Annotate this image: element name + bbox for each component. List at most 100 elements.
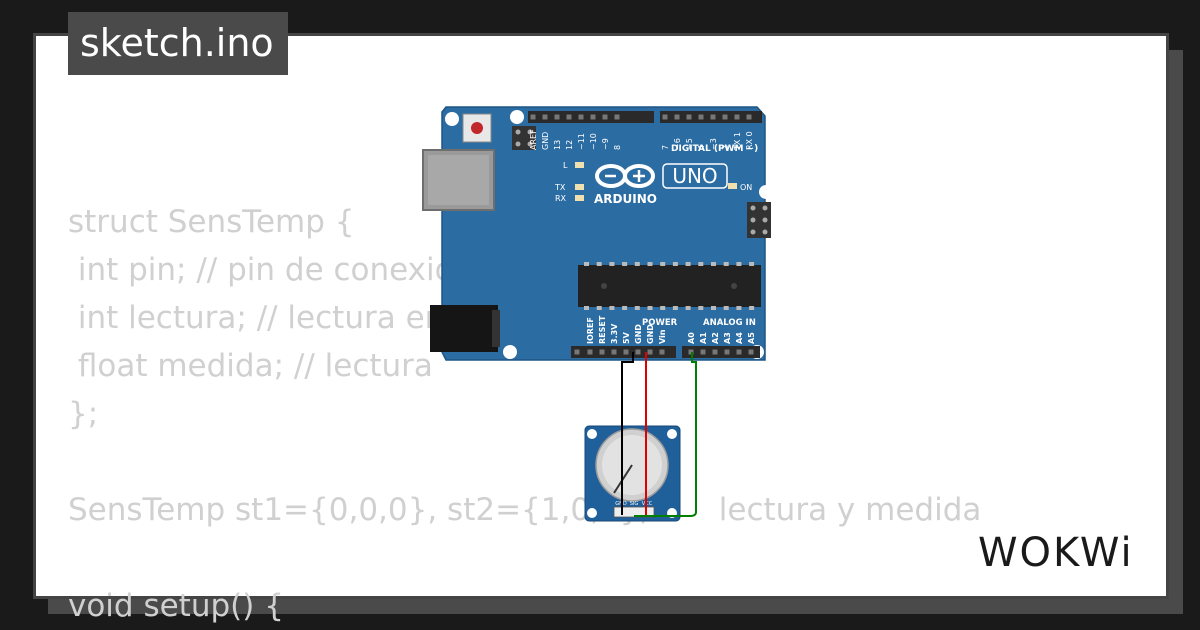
power-jack xyxy=(430,305,498,352)
digital-pin[interactable] xyxy=(602,114,608,120)
chip-leg xyxy=(660,306,666,310)
digital-pin[interactable] xyxy=(722,114,728,120)
digital-pin-label: ~3 xyxy=(709,138,718,150)
digital-pin[interactable] xyxy=(590,114,596,120)
digital-pin-label: 12 xyxy=(565,140,574,150)
digital-pin[interactable] xyxy=(698,114,704,120)
chip-leg xyxy=(609,306,615,310)
digital-pin[interactable] xyxy=(566,114,572,120)
digital-pin[interactable] xyxy=(542,114,548,120)
code-line: SensTemp st1={0,0,0}, st2={1,0,0}; lectu… xyxy=(68,492,982,528)
led-tx xyxy=(575,184,584,190)
code-editor: struct SensTemp { int pin; // pin de con… xyxy=(68,150,981,630)
chip-leg xyxy=(634,262,640,266)
digital-pin-label: ~10 xyxy=(589,133,598,150)
power-pin-label: GND xyxy=(634,324,643,344)
digital-pin-label: ~5 xyxy=(685,138,694,150)
analog-pin[interactable] xyxy=(712,349,718,355)
module-pin-label: SIG xyxy=(630,501,639,507)
analog-header-label: ANALOG IN xyxy=(703,318,756,328)
chip-leg xyxy=(584,306,589,310)
mount-hole xyxy=(759,185,773,199)
digital-pin[interactable] xyxy=(554,114,560,120)
digital-pin-label: 13 xyxy=(553,140,562,150)
digital-pin-label: 4 xyxy=(697,145,706,150)
analog-pin[interactable] xyxy=(748,349,754,355)
digital-pin[interactable] xyxy=(674,114,680,120)
module-pin-label: VCC xyxy=(642,501,653,507)
digital-pin[interactable] xyxy=(710,114,716,120)
arduino-logo xyxy=(595,164,655,188)
digital-pin[interactable] xyxy=(578,114,584,120)
digital-pin[interactable] xyxy=(614,114,620,120)
analog-pin[interactable] xyxy=(724,349,730,355)
icsp-header xyxy=(747,202,771,238)
chip-leg xyxy=(685,262,691,266)
power-pin[interactable] xyxy=(599,349,605,355)
code-line: void setup() { xyxy=(68,588,284,624)
digital-pin-label: ~11 xyxy=(577,133,586,150)
brand-name: ARDUINO xyxy=(594,192,657,206)
chip-leg xyxy=(736,262,742,266)
analog-pin-label: A0 xyxy=(687,332,696,344)
digital-pin[interactable] xyxy=(530,114,536,120)
digital-pin[interactable] xyxy=(746,114,752,120)
digital-pin-label: RX 0 xyxy=(745,131,754,150)
wire-sig[interactable] xyxy=(634,352,697,517)
analog-pin-label: A1 xyxy=(699,332,708,344)
analog-pin[interactable] xyxy=(700,349,706,355)
digital-pin[interactable] xyxy=(662,114,668,120)
led-label-l: L xyxy=(563,161,568,170)
chip-leg xyxy=(672,262,678,266)
led-label-rx: RX xyxy=(555,194,567,203)
mount-hole xyxy=(445,112,459,126)
chip-leg xyxy=(584,262,589,266)
digital-pin-label: ~9 xyxy=(601,138,610,150)
led-on xyxy=(728,183,737,189)
chip-leg xyxy=(647,306,653,310)
analog-pin-label: A5 xyxy=(747,332,756,344)
digital-pin-label: AREF xyxy=(529,129,538,150)
led-label-on: ON xyxy=(740,183,752,192)
analog-header-strip xyxy=(682,346,760,358)
digital-pin[interactable] xyxy=(686,114,692,120)
power-pin[interactable] xyxy=(587,349,593,355)
power-pin[interactable] xyxy=(647,349,653,355)
chip-leg xyxy=(698,306,704,310)
power-pin[interactable] xyxy=(659,349,665,355)
wokwi-logo-text: WOKWi xyxy=(978,530,1134,576)
code-line: struct SensTemp { xyxy=(68,204,355,240)
led-l xyxy=(575,162,584,168)
uno-badge xyxy=(662,163,728,189)
chip-leg xyxy=(698,262,704,266)
digital-pin-label: ~6 xyxy=(673,138,682,150)
digital-pin-label: 7 xyxy=(661,145,670,150)
led-rx xyxy=(575,195,584,201)
model-name: UNO xyxy=(672,164,717,188)
chip-leg xyxy=(622,306,628,310)
chip-leg xyxy=(596,262,602,266)
power-pin[interactable] xyxy=(635,349,641,355)
digital-pin-label: TX 1 xyxy=(733,132,742,151)
wire-gnd[interactable] xyxy=(621,352,634,515)
led-label-tx: TX xyxy=(554,183,566,192)
analog-pin-label: A3 xyxy=(723,332,732,344)
power-pin-label: IOREF xyxy=(586,317,595,344)
power-pin[interactable] xyxy=(611,349,617,355)
chip-leg xyxy=(711,306,716,310)
power-pin[interactable] xyxy=(623,349,629,355)
digital-pin-label: 8 xyxy=(613,145,622,150)
power-pin-label: 5V xyxy=(622,331,631,344)
analog-pin[interactable] xyxy=(736,349,742,355)
code-line: }; xyxy=(68,396,99,432)
code-line: int pin; // pin de conexio xyxy=(68,252,454,288)
chip-leg xyxy=(723,306,729,310)
digital-pin[interactable] xyxy=(734,114,740,120)
chip-leg xyxy=(622,262,628,266)
power-pin[interactable] xyxy=(574,349,580,355)
chip-leg xyxy=(596,306,602,310)
potentiometer-module[interactable]: GND SIG VCC xyxy=(584,425,681,522)
digital-pin-label: GND xyxy=(541,132,550,150)
